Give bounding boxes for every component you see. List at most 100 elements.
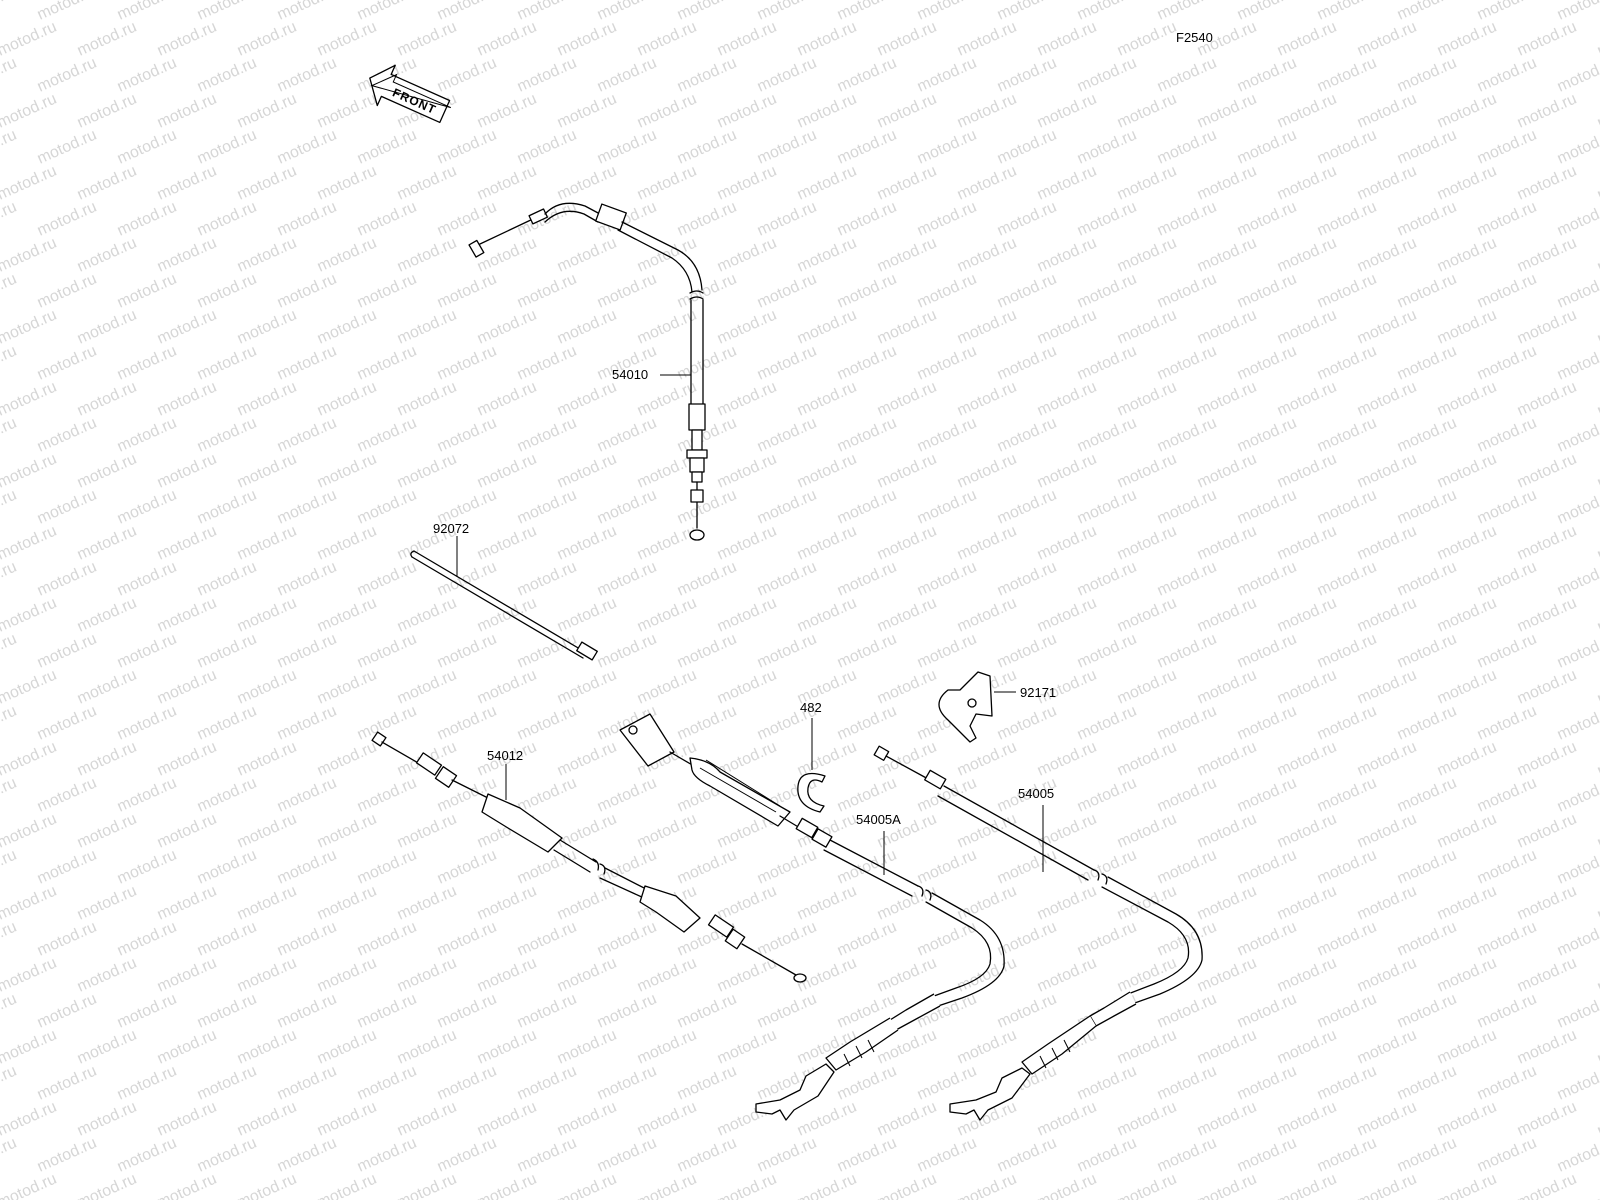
watermark-text: motod.ru	[475, 1170, 540, 1200]
watermark-text: motod.ru	[835, 198, 900, 239]
watermark-text: motod.ru	[1035, 738, 1100, 779]
watermark-text: motod.ru	[955, 810, 1020, 851]
watermark-text: motod.ru	[1515, 810, 1580, 851]
watermark-text: motod.ru	[475, 594, 540, 635]
cable-54010	[468, 202, 708, 541]
watermark-text: motod.ru	[595, 0, 660, 24]
watermark-text: motod.ru	[1595, 378, 1600, 419]
watermark-text: motod.ru	[515, 1134, 580, 1175]
watermark-text: motod.ru	[835, 1062, 900, 1103]
watermark-text: motod.ru	[595, 486, 660, 527]
watermark-text: motod.ru	[835, 342, 900, 383]
watermark-text: motod.ru	[1275, 738, 1340, 779]
watermark-text: motod.ru	[1195, 954, 1260, 995]
watermark-text: motod.ru	[555, 1170, 620, 1200]
watermark-text: motod.ru	[995, 198, 1060, 239]
watermark-text: motod.ru	[435, 414, 500, 455]
watermark-text: motod.ru	[355, 990, 420, 1031]
watermark-text: motod.ru	[0, 90, 59, 131]
watermark-text: motod.ru	[475, 882, 540, 923]
watermark-text: motod.ru	[1435, 594, 1500, 635]
watermark-text: motod.ru	[795, 522, 860, 563]
watermark-text: motod.ru	[675, 990, 740, 1031]
watermark-text: motod.ru	[1115, 1098, 1180, 1139]
watermark-text: motod.ru	[0, 414, 19, 455]
watermark-text: motod.ru	[395, 378, 460, 419]
watermark-text: motod.ru	[1275, 1026, 1340, 1067]
watermark-text: motod.ru	[0, 126, 19, 167]
watermark-text: motod.ru	[1435, 90, 1500, 131]
watermark-text: motod.ru	[715, 162, 780, 203]
watermark-text: motod.ru	[435, 54, 500, 95]
watermark-text: motod.ru	[635, 810, 700, 851]
watermark-text: motod.ru	[875, 306, 940, 347]
watermark-text: motod.ru	[1075, 918, 1140, 959]
watermark-text: motod.ru	[1155, 486, 1220, 527]
watermark-text: motod.ru	[995, 918, 1060, 959]
watermark-text: motod.ru	[155, 738, 220, 779]
watermark-text: motod.ru	[715, 1026, 780, 1067]
watermark-text: motod.ru	[835, 630, 900, 671]
watermark-text: motod.ru	[515, 486, 580, 527]
watermark-text: motod.ru	[915, 414, 980, 455]
watermark-text: motod.ru	[1355, 450, 1420, 491]
watermark-text: motod.ru	[1595, 90, 1600, 131]
watermark-text: motod.ru	[195, 918, 260, 959]
watermark-text: motod.ru	[235, 378, 300, 419]
watermark-text: motod.ru	[1475, 270, 1540, 311]
watermark-text: motod.ru	[355, 918, 420, 959]
watermark-text: motod.ru	[1515, 234, 1580, 275]
watermark-text: motod.ru	[355, 198, 420, 239]
watermark-text: motod.ru	[395, 234, 460, 275]
watermark-text: motod.ru	[1315, 414, 1380, 455]
watermark-text: motod.ru	[755, 558, 820, 599]
watermark-text: motod.ru	[1355, 162, 1420, 203]
watermark-text: motod.ru	[0, 846, 19, 887]
watermark-text: motod.ru	[1155, 54, 1220, 95]
watermark-text: motod.ru	[875, 954, 940, 995]
watermark-text: motod.ru	[1555, 1062, 1600, 1103]
watermark-text: motod.ru	[315, 1098, 380, 1139]
watermark-text: motod.ru	[0, 198, 19, 239]
watermark-text: motod.ru	[0, 1026, 59, 1067]
watermark-text: motod.ru	[315, 306, 380, 347]
watermark-text: motod.ru	[75, 954, 140, 995]
watermark-text: motod.ru	[1475, 846, 1540, 887]
watermark-text: motod.ru	[1475, 126, 1540, 167]
watermark-text: motod.ru	[715, 234, 780, 275]
watermark-text: motod.ru	[235, 306, 300, 347]
watermark-text: motod.ru	[955, 18, 1020, 59]
watermark-text: motod.ru	[35, 630, 100, 671]
watermark-text: motod.ru	[1275, 234, 1340, 275]
watermark-text: motod.ru	[315, 378, 380, 419]
watermark-text: motod.ru	[715, 666, 780, 707]
watermark-text: motod.ru	[1275, 810, 1340, 851]
watermark-text: motod.ru	[675, 198, 740, 239]
watermark-text: motod.ru	[35, 846, 100, 887]
cable-54005A	[619, 713, 1005, 1121]
watermark-text: motod.ru	[1115, 522, 1180, 563]
watermark-text: motod.ru	[835, 774, 900, 815]
watermark-text: motod.ru	[1315, 774, 1380, 815]
watermark-text: motod.ru	[0, 522, 59, 563]
watermark-text: motod.ru	[315, 810, 380, 851]
watermark-text: motod.ru	[115, 0, 180, 24]
watermark-text: motod.ru	[1475, 198, 1540, 239]
watermark-text: motod.ru	[795, 450, 860, 491]
watermark-text: motod.ru	[1515, 594, 1580, 635]
watermark-text: motod.ru	[595, 54, 660, 95]
watermark-text: motod.ru	[1235, 270, 1300, 311]
watermark-text: motod.ru	[75, 450, 140, 491]
watermark-text: motod.ru	[675, 0, 740, 24]
watermark-text: motod.ru	[195, 630, 260, 671]
watermark-text: motod.ru	[555, 810, 620, 851]
watermark-text: motod.ru	[35, 270, 100, 311]
watermark-text: motod.ru	[595, 1134, 660, 1175]
watermark-text: motod.ru	[755, 846, 820, 887]
watermark-text: motod.ru	[1275, 162, 1340, 203]
watermark-text: motod.ru	[115, 774, 180, 815]
watermark-text: motod.ru	[1035, 882, 1100, 923]
watermark-text: motod.ru	[315, 666, 380, 707]
watermark-text: motod.ru	[555, 378, 620, 419]
watermark-text: motod.ru	[955, 234, 1020, 275]
